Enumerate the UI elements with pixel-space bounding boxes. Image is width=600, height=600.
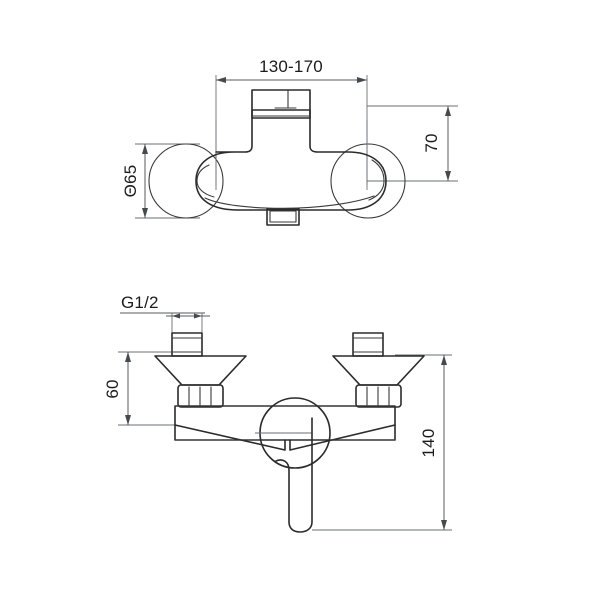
- body-left-taper: [174, 424, 286, 451]
- lever-handle-shaft: [275, 417, 313, 533]
- body-lower-sweep: [204, 195, 375, 209]
- mixer-body-side-rect: [174, 405, 396, 441]
- arrow-diameter-bottom: [142, 208, 148, 218]
- left-escutcheon-cone: [154, 355, 247, 386]
- lever-handle-block: [251, 89, 311, 119]
- right-escutcheon-circle: [330, 143, 406, 219]
- left-union-nut: [177, 384, 224, 408]
- arrow-depth-bottom: [125, 415, 131, 425]
- arrow-height-top: [445, 106, 451, 116]
- body-right-taper: [289, 424, 396, 451]
- dim-label-thread: G1/2: [121, 293, 159, 312]
- arrow-height-bottom: [445, 171, 451, 181]
- arrow-thread-right: [194, 313, 202, 319]
- arrow-overall-bottom: [441, 520, 447, 530]
- side-view-group: G1/2 60 140: [103, 293, 452, 533]
- body-inner-left-curve: [196, 164, 215, 198]
- arrow-depth-top: [125, 352, 131, 362]
- left-escutcheon-circle: [148, 143, 224, 219]
- body-inner-right-curve: [368, 159, 385, 201]
- outlet-spout-rect: [266, 208, 300, 226]
- dim-label-width: 130-170: [259, 57, 323, 76]
- right-escutcheon-cone: [332, 355, 425, 386]
- dim-label-height: 70: [422, 133, 441, 152]
- dim-label-overall: 140: [419, 429, 438, 458]
- arrow-thread-left: [172, 313, 180, 319]
- dim-label-depth: 60: [103, 379, 122, 398]
- dim-label-diameter: Θ65: [121, 165, 140, 198]
- mixer-body-outline: [195, 109, 387, 211]
- front-view-group: 130-170 Θ65 70: [121, 57, 458, 226]
- arrow-diameter-top: [142, 144, 148, 154]
- right-union-nut: [355, 384, 402, 408]
- outlet-spout-inner-rect: [269, 210, 297, 223]
- arrow-overall-top: [441, 355, 447, 365]
- arrow-width-right: [357, 77, 367, 83]
- arrow-width-left: [216, 77, 226, 83]
